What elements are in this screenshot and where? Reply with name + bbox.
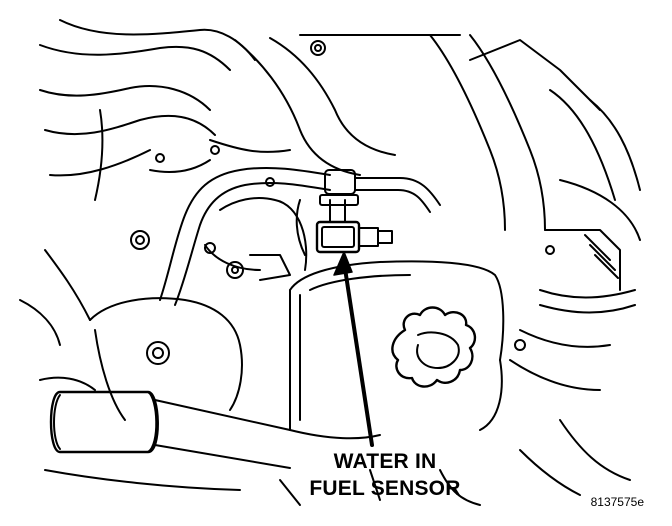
right-engine-components [509, 179, 641, 496]
clips-and-fasteners [155, 145, 555, 506]
callout-label: WATER IN FUEL SENSOR [290, 448, 480, 502]
foreground-crossbar [44, 390, 291, 491]
fuel-filter-housing [130, 177, 308, 281]
callout-arrow [333, 251, 374, 447]
intake-duct [234, 34, 641, 231]
reservoir-bottle [289, 260, 505, 440]
figure-id: 8137575e [590, 495, 644, 509]
water-in-fuel-sensor [295, 194, 393, 256]
callout-line-2: FUEL SENSOR [309, 477, 461, 500]
lower-left-mount [19, 249, 243, 421]
fuel-line-tube [159, 166, 441, 306]
upper-left-hose-bundle [39, 19, 291, 201]
callout-line-1: WATER IN [333, 450, 437, 473]
